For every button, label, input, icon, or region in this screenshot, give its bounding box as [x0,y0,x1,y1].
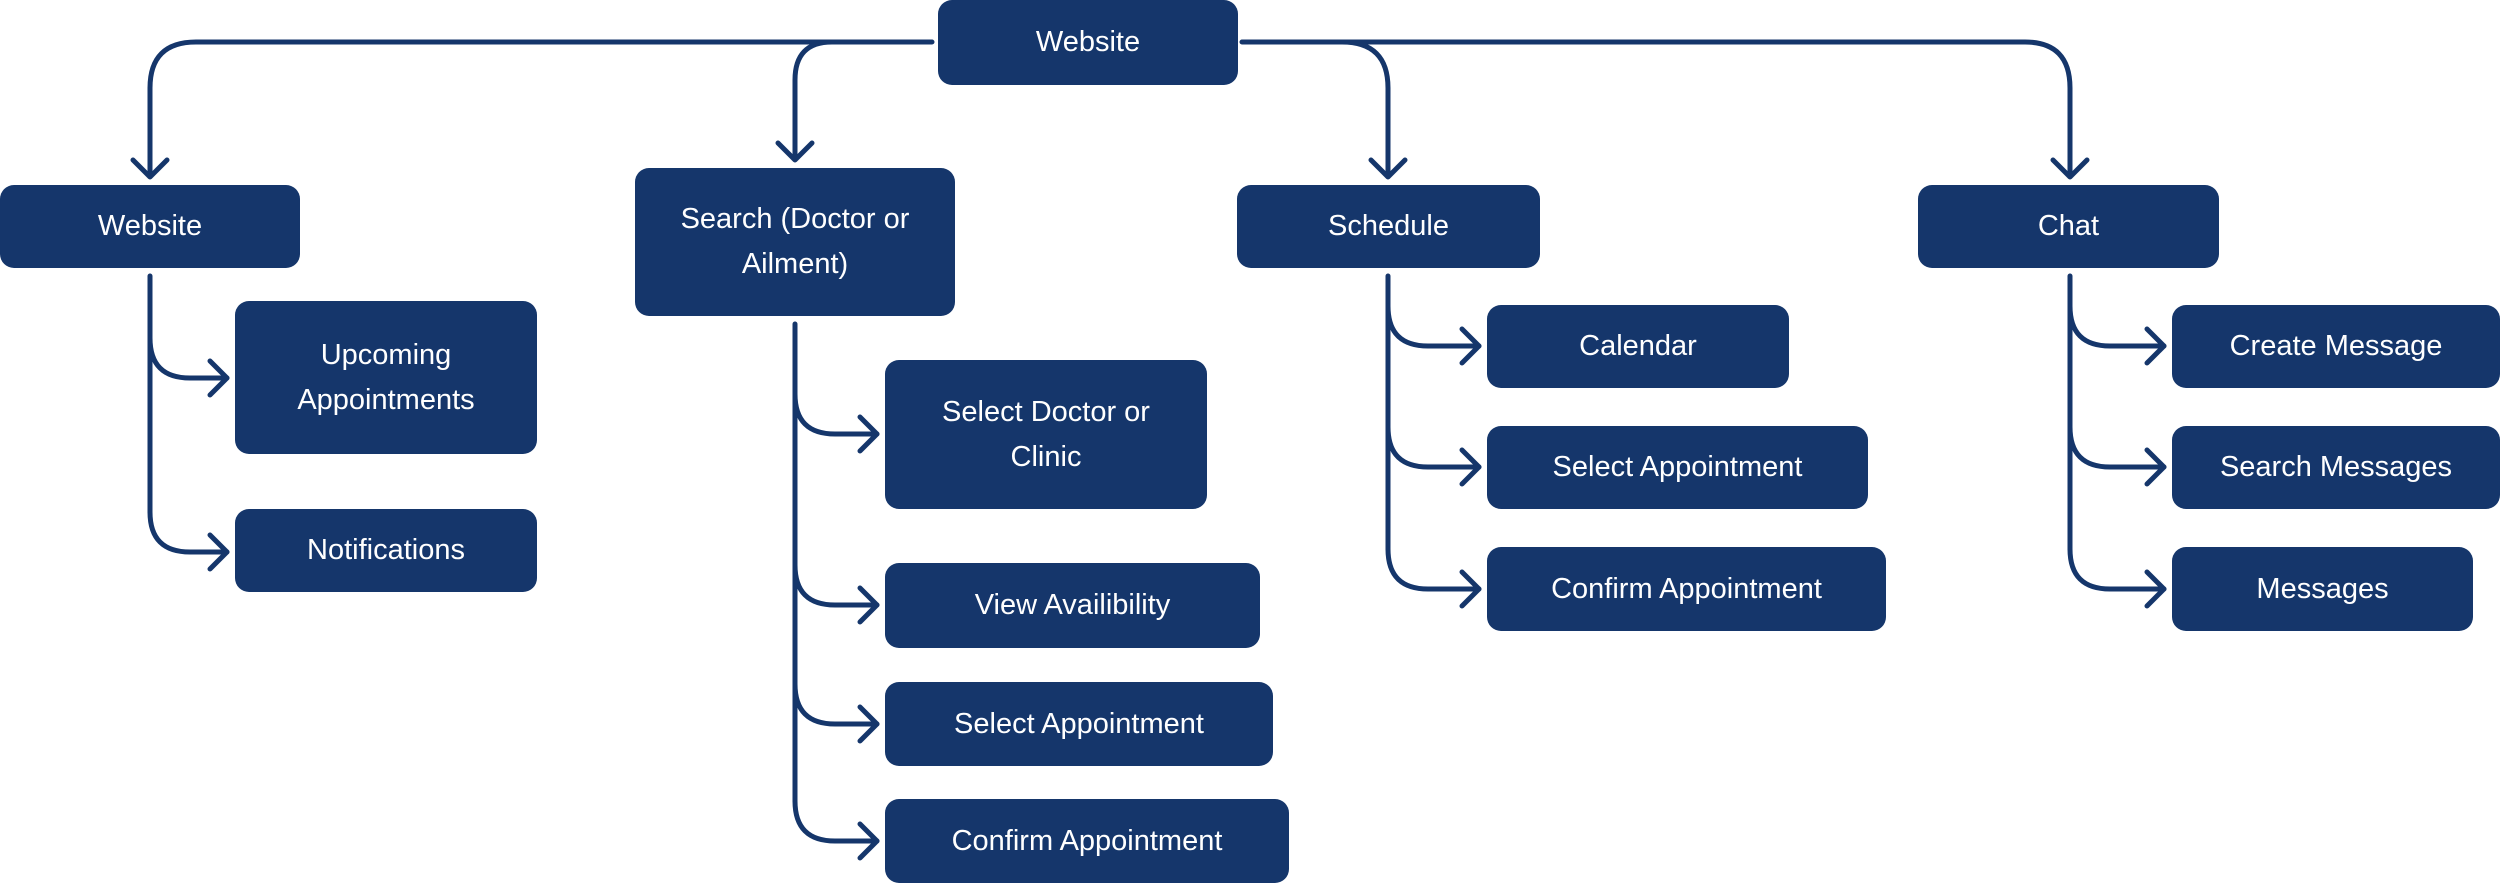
arrow-right-icon [857,585,880,625]
connector-chat-child-3 [2067,546,2167,592]
arrow-right-icon [1459,326,1482,366]
child-node-label: Messages [2256,572,2389,605]
child-node-search-messages: Search Messages [2172,426,2500,509]
connector-chat-child-2 [2067,424,2167,470]
child-node-label: Search Messages [2219,451,2453,483]
child-node-confirm-appointment: Confirm Appointment [885,799,1289,883]
connector-root-to-website [147,39,935,178]
arrow-right-icon [1459,569,1482,609]
child-node-label: Select Doctor or Clinic [942,395,1150,473]
arrow-right-icon [857,704,880,744]
branch-node-label: Search (Doctor or Ailment) [680,203,910,280]
branch-node-label: Schedule [1328,210,1449,242]
connector-search-child-1 [792,391,880,437]
child-node-notifications: Notifications [235,509,537,592]
branch-node-website: Website [0,185,300,268]
connector-root-to-search [792,39,835,161]
arrow-right-icon [1459,447,1482,487]
child-node-upcoming-appointments: Upcoming Appointments [235,301,537,454]
root-node: Website [938,0,1238,85]
child-node-label: Upcoming Appointments [297,338,475,416]
connector-website-child-2 [147,509,230,555]
child-node-view-availibility: View Availibility [885,563,1260,648]
arrow-down-icon [1368,157,1408,180]
child-node-label: Select Appointment [954,707,1204,740]
connector-root-to-chat [1339,39,2073,178]
child-node-create-message: Create Message [2172,305,2500,388]
connector-chat-child-1 [2067,303,2167,349]
branch-node-chat: Chat [1918,185,2219,268]
child-node-select-appointment: Select Appointment [885,682,1273,766]
child-node-label: Select Appointment [1552,451,1803,483]
arrow-right-icon [2144,326,2167,366]
child-node-confirm-appointment: Confirm Appointment [1487,547,1886,631]
child-node-label: Confirm Appointment [1551,572,1822,605]
connector-root-to-schedule [1239,39,1391,178]
root-node-label: Website [1035,26,1141,58]
arrow-right-icon [857,821,880,861]
child-node-label: Calendar [1579,330,1697,362]
child-node-label: Confirm Appointment [951,824,1223,857]
arrow-right-icon [207,532,230,572]
child-node-select-appointment: Select Appointment [1487,426,1868,509]
child-node-calendar: Calendar [1487,305,1789,388]
arrow-down-icon [775,140,815,163]
arrow-right-icon [207,358,230,398]
connector-search-child-3 [792,681,880,727]
arrow-down-icon [130,157,170,180]
branch-node-label: Website [97,210,203,242]
connector-schedule-child-1 [1385,303,1482,349]
child-node-label: Notifications [307,534,465,566]
arrow-right-icon [2144,569,2167,609]
arrow-down-icon [2050,157,2090,180]
arrow-right-icon [2144,447,2167,487]
branch-node-label: Chat [2037,210,2100,242]
branch-node-schedule: Schedule [1237,185,1540,268]
connector-website-child-1 [147,335,230,381]
child-node-label: View Availibility [974,589,1171,621]
child-node-messages: Messages [2172,547,2473,631]
connector-search-child-4 [792,798,880,844]
child-node-label: Create Message [2229,330,2443,362]
connector-search-child-2 [792,562,880,608]
arrow-right-icon [857,414,880,454]
child-node-select-doctor-or-clinic: Select Doctor or Clinic [885,360,1207,509]
connector-schedule-child-2 [1385,424,1482,470]
branch-node-search: Search (Doctor or Ailment) [635,168,955,316]
connector-schedule-child-3 [1385,546,1482,592]
